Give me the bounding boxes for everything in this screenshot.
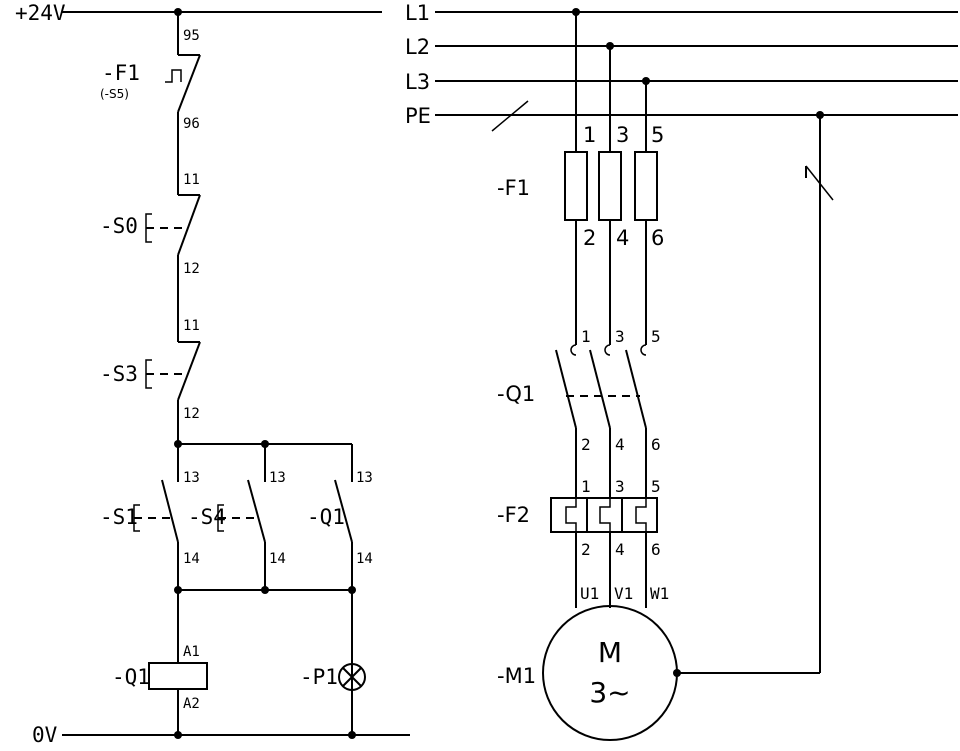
fuse-icon bbox=[598, 151, 622, 221]
terminal-label: 12 bbox=[183, 261, 200, 277]
motor-phase: 3~ bbox=[589, 676, 630, 709]
device-tag: -S4 bbox=[188, 505, 226, 529]
terminal-label: 14 bbox=[183, 551, 200, 567]
s0-stop-button: 11 12 -S0 bbox=[100, 172, 201, 342]
contactor-q1: 1 3 5 2 4 6 -Q1 bbox=[497, 327, 661, 498]
coil-icon bbox=[148, 662, 208, 690]
terminal-label: 5 bbox=[651, 123, 664, 147]
thermal-icon bbox=[635, 498, 647, 532]
terminal-label: 12 bbox=[183, 406, 200, 422]
device-subtag: (-S5) bbox=[100, 87, 129, 101]
fuses-f1: 1 3 5 2 4 6 -F1 bbox=[497, 12, 664, 345]
device-tag: -S0 bbox=[100, 214, 138, 238]
terminal-label: 2 bbox=[581, 435, 591, 454]
f1-thermal-contact: 95 96 -F1 (-S5) bbox=[100, 12, 201, 195]
contact-arc bbox=[604, 344, 611, 356]
terminal-label: A1 bbox=[183, 644, 200, 660]
terminal-label: 5 bbox=[651, 477, 661, 496]
contact-arc bbox=[570, 344, 577, 356]
rail-label-l1: L1 bbox=[405, 1, 430, 25]
rail-label-l3: L3 bbox=[405, 70, 430, 94]
q1-aux-contact: 13 14 -Q1 bbox=[307, 444, 373, 735]
pe-slash bbox=[805, 165, 834, 201]
terminal-label: 3 bbox=[616, 123, 629, 147]
contact-arc bbox=[640, 344, 647, 356]
lamp-icon bbox=[338, 663, 366, 691]
terminal-label: 13 bbox=[183, 470, 200, 486]
motor-terminal-u1: U1 bbox=[580, 584, 599, 603]
device-tag: -F1 bbox=[497, 176, 530, 200]
supply-24v-label: +24V bbox=[15, 1, 66, 25]
device-tag: -Q1 bbox=[307, 505, 345, 529]
terminal-label: 11 bbox=[183, 318, 200, 334]
device-tag: -S3 bbox=[100, 362, 138, 386]
terminal-label: 3 bbox=[615, 477, 625, 496]
terminal-label: 6 bbox=[651, 226, 664, 250]
device-tag: -F1 bbox=[102, 61, 140, 85]
terminal-label: 4 bbox=[615, 435, 625, 454]
q1-coil: A1 A2 -Q1 bbox=[112, 590, 208, 735]
rail-label-pe: PE bbox=[405, 104, 431, 128]
terminal-label: 14 bbox=[269, 551, 286, 567]
s1-start-button: 13 14 -S1 bbox=[100, 444, 200, 590]
motor-m1: M 3~ -M1 bbox=[497, 605, 681, 741]
terminal-label: 1 bbox=[581, 327, 591, 346]
motor-icon bbox=[542, 605, 678, 741]
p1-lamp: -P1 bbox=[300, 663, 366, 691]
fuse-icon bbox=[564, 151, 588, 221]
terminal-label: A2 bbox=[183, 696, 200, 712]
control-circuit: +24V 0V 95 96 -F1 (-S5) 11 12 - bbox=[15, 1, 410, 747]
thermal-icon bbox=[599, 498, 611, 532]
terminal-label: 1 bbox=[581, 477, 591, 496]
terminal-label: 11 bbox=[183, 172, 200, 188]
terminal-label: 95 bbox=[183, 28, 200, 44]
terminal-label: 4 bbox=[615, 540, 625, 559]
motor-terminal-w1: W1 bbox=[650, 584, 669, 603]
s3-stop-button: 11 12 -S3 bbox=[100, 318, 201, 444]
terminal-label: 13 bbox=[269, 470, 286, 486]
fuse-icon bbox=[634, 151, 658, 221]
terminal-label: 1 bbox=[583, 123, 596, 147]
thermal-icon bbox=[165, 69, 182, 83]
terminal-label: 3 bbox=[615, 327, 625, 346]
device-tag: -S1 bbox=[100, 505, 138, 529]
terminal-label: 6 bbox=[651, 435, 661, 454]
terminal-label: 13 bbox=[356, 470, 373, 486]
terminal-label: 2 bbox=[581, 540, 591, 559]
overload-f2: 1 3 5 2 4 6 -F2 bbox=[497, 477, 661, 608]
device-tag: -Q1 bbox=[497, 382, 535, 406]
s4-start-button: 13 14 -S4 bbox=[188, 444, 286, 590]
rail-label-l2: L2 bbox=[405, 35, 430, 59]
terminal-label: 6 bbox=[651, 540, 661, 559]
motor-symbol: M bbox=[598, 636, 622, 669]
power-circuit: L1 L2 L3 PE 1 3 5 2 4 6 bbox=[405, 1, 958, 741]
terminal-label: 4 bbox=[616, 226, 629, 250]
device-tag: -F2 bbox=[497, 503, 530, 527]
overload-relay-icon bbox=[550, 497, 658, 533]
pe-slash bbox=[491, 100, 529, 132]
device-tag: -Q1 bbox=[112, 665, 150, 689]
device-tag: -M1 bbox=[497, 664, 536, 688]
terminal-label: 96 bbox=[183, 116, 200, 132]
device-tag: -P1 bbox=[300, 665, 338, 689]
supply-0v-label: 0V bbox=[32, 723, 58, 747]
terminal-label: 14 bbox=[356, 551, 373, 567]
motor-terminal-v1: V1 bbox=[614, 584, 633, 603]
terminal-label: 5 bbox=[651, 327, 661, 346]
thermal-icon bbox=[565, 498, 577, 532]
terminal-label: 2 bbox=[583, 226, 596, 250]
